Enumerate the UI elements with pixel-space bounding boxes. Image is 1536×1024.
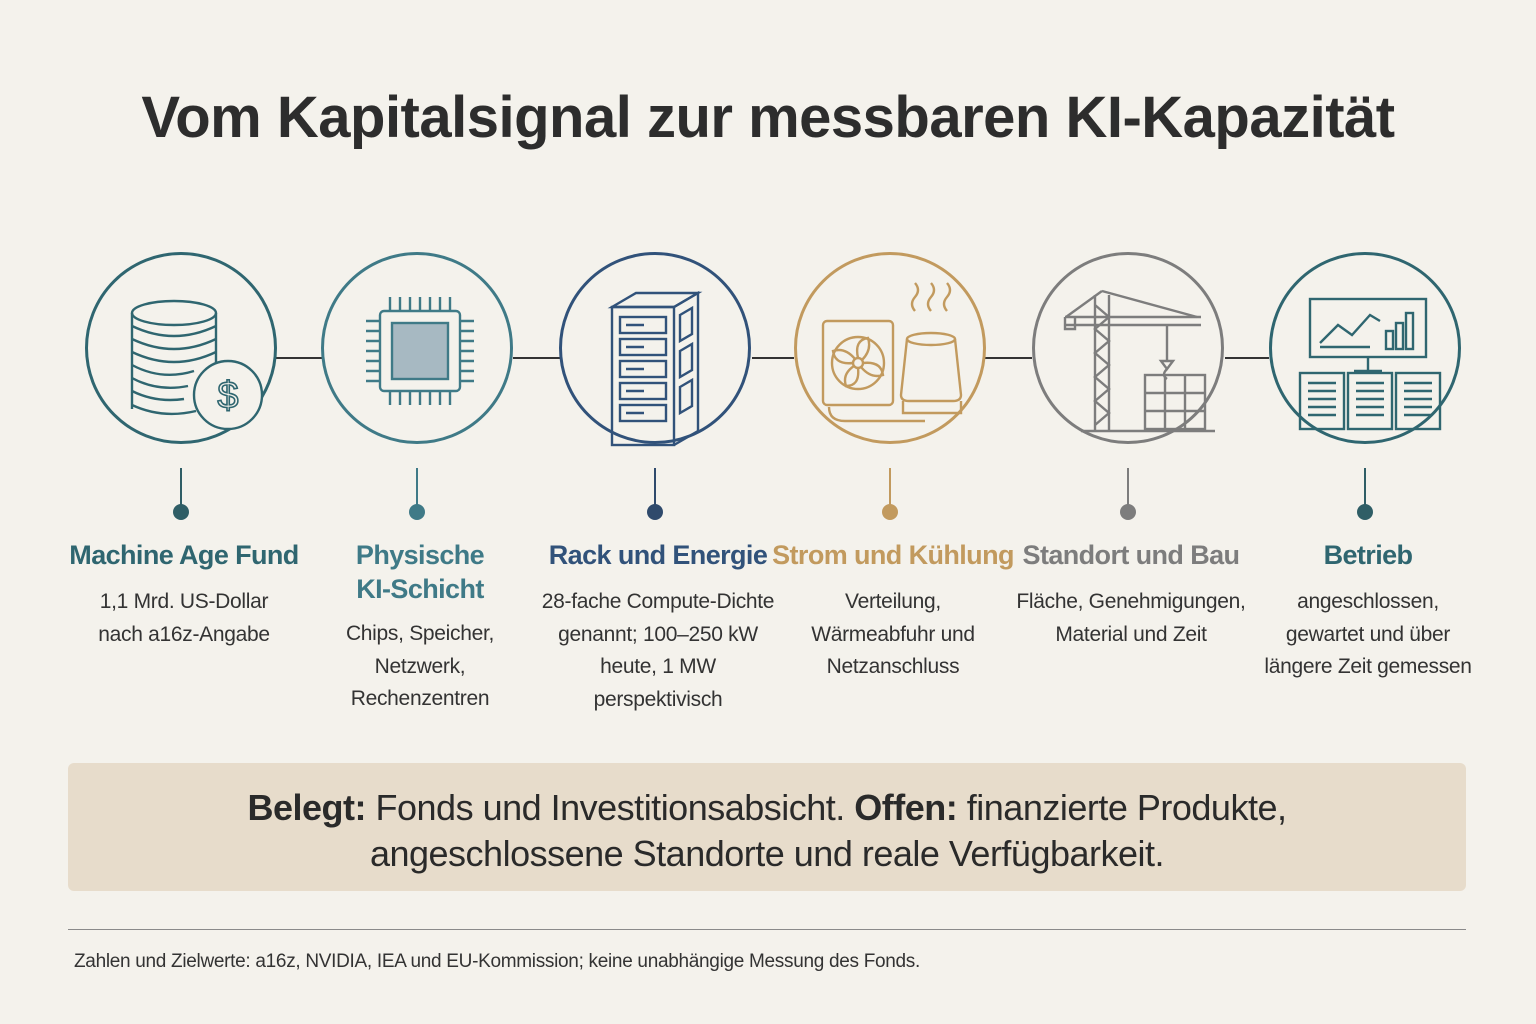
banner-line-1: Belegt: Fonds und Investitionsabsicht. O… bbox=[247, 787, 1287, 828]
stage-circle: $ bbox=[85, 252, 277, 444]
crane-construction-icon bbox=[1063, 289, 1215, 433]
stage-dot bbox=[647, 504, 663, 520]
stem bbox=[889, 468, 891, 508]
banner-text: Belegt: Fonds und Investitionsabsicht. O… bbox=[68, 785, 1466, 877]
stage-circle bbox=[1269, 252, 1461, 444]
monitor-dashboard-icon bbox=[1298, 297, 1442, 431]
summary-banner: Belegt: Fonds und Investitionsabsicht. O… bbox=[68, 763, 1466, 891]
chip-icon bbox=[366, 297, 474, 405]
stage-circle bbox=[1032, 252, 1224, 444]
banner-line-2: angeschlossene Standorte und reale Verfü… bbox=[369, 833, 1165, 874]
stage-title: Standort und Bau bbox=[1022, 540, 1240, 570]
stage-desc: 28-fache Compute-Dichte genannt; 100–250… bbox=[541, 590, 775, 711]
stage-title: Strom und Kühlung bbox=[772, 540, 1014, 570]
stage-machine-age-fund: $ Machine Age Fund 1,1 Mrd. US-Dollar na… bbox=[66, 252, 302, 722]
stage-dot bbox=[1357, 504, 1373, 520]
stage-dot bbox=[409, 504, 425, 520]
coins-dollar-icon: $ bbox=[130, 299, 264, 431]
stage-desc: Chips, Speicher, Netzwerk, Rechenzentren bbox=[345, 622, 495, 710]
stage-strom-und-kuehlung: Strom und Kühlung Verteilung, Wärmeabfuh… bbox=[772, 252, 1014, 722]
stage-title: Physische KI-Schicht bbox=[355, 540, 485, 604]
stem bbox=[654, 468, 656, 508]
stage-desc: angeschlossen, gewartet und über längere… bbox=[1264, 590, 1472, 678]
stem bbox=[416, 468, 418, 508]
stage-betrieb: Betrieb angeschlossen, gewartet und über… bbox=[1250, 252, 1486, 722]
stage-circle bbox=[559, 252, 751, 447]
stage-desc: Fläche, Genehmigungen, Material und Zeit bbox=[1016, 590, 1246, 646]
stem bbox=[1127, 468, 1129, 508]
svg-text:$: $ bbox=[217, 375, 238, 417]
stage-title: Rack und Energie bbox=[548, 540, 768, 570]
stage-circle bbox=[794, 252, 986, 444]
stage-circle bbox=[321, 252, 513, 444]
stem bbox=[180, 468, 182, 508]
stage-physische-ki-schicht: Physische KI-Schicht Chips, Speicher, Ne… bbox=[302, 252, 538, 722]
stage-title: Machine Age Fund bbox=[69, 540, 299, 570]
stage-standort-und-bau: Standort und Bau Fläche, Genehmigungen, … bbox=[1013, 252, 1249, 722]
stage-dot bbox=[173, 504, 189, 520]
stage-rack-und-energie: Rack und Energie 28-fache Compute-Dichte… bbox=[540, 252, 776, 722]
server-rack-icon bbox=[607, 290, 703, 447]
divider bbox=[68, 929, 1466, 930]
page-title: Vom Kapitalsignal zur messbaren KI-Kapaz… bbox=[141, 85, 1395, 150]
footnote: Zahlen und Zielwerte: a16z, NVIDIA, IEA … bbox=[74, 951, 920, 972]
stage-desc: Verteilung, Wärmeabfuhr und Netzanschlus… bbox=[811, 590, 975, 678]
stage-title: Betrieb bbox=[1323, 540, 1413, 570]
stage-desc: 1,1 Mrd. US-Dollar nach a16z-Angabe bbox=[98, 590, 270, 646]
stage-dot bbox=[1120, 504, 1136, 520]
stage-dot bbox=[882, 504, 898, 520]
stem bbox=[1364, 468, 1366, 508]
fan-cooling-icon bbox=[821, 282, 963, 423]
